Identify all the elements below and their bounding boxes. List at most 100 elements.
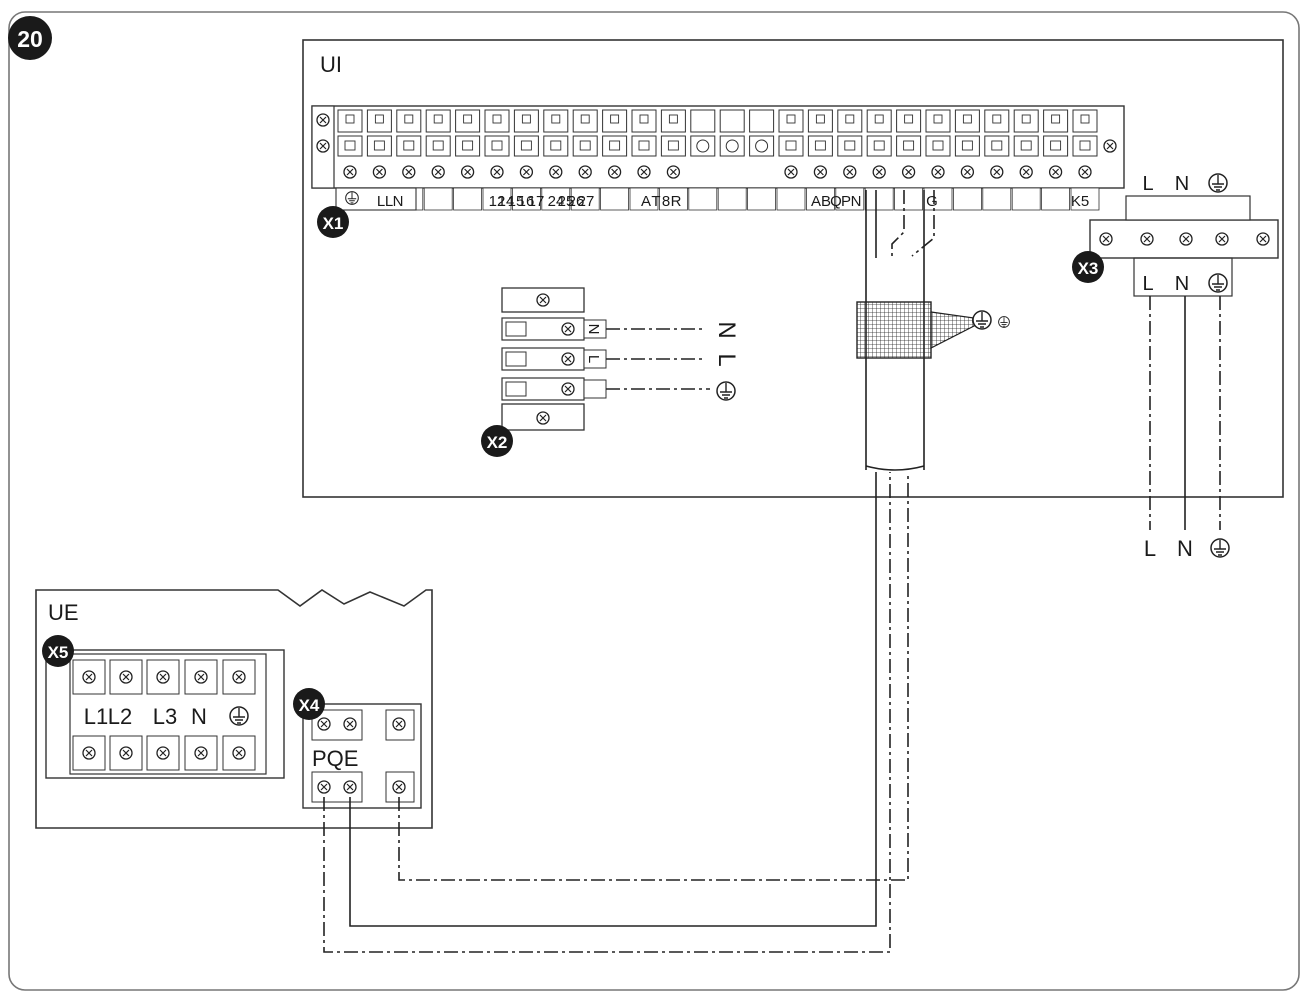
x1-terminal-label: L: [377, 193, 385, 210]
x1-terminal-label: A: [641, 193, 651, 210]
x1-terminal-label: A: [811, 193, 821, 210]
x1-terminal-label: 16: [518, 193, 535, 210]
x1-terminal-cell: [1070, 109, 1100, 211]
outdoor-unit-label: UE: [48, 600, 79, 625]
shield-drain-wire: [930, 311, 975, 349]
x1-terminal-cell: [629, 109, 659, 211]
x2-terminal-label-l: L: [585, 355, 602, 363]
figure-number-badge: 20: [8, 16, 52, 60]
x5-badge-text: X5: [48, 643, 69, 662]
x1-terminal-cell: [1011, 109, 1041, 211]
communication-cable: [856, 190, 1010, 471]
x5-terminal-label: L2: [108, 704, 132, 729]
x1-terminal-cell: [982, 109, 1012, 211]
x3-bottom-earth-icon: [1208, 273, 1228, 293]
supply-label-l: L: [1144, 536, 1156, 561]
x5-earth-icon: [229, 706, 249, 726]
x4-terminal-block: [302, 703, 422, 809]
shield-earth-small-icon: [998, 316, 1010, 328]
x1-terminal-cell: [864, 109, 894, 211]
x1-terminal-cell: [1041, 109, 1070, 211]
x1-terminal-cell: [747, 109, 776, 211]
x1-terminal-label: 27: [578, 193, 595, 210]
x1-terminal-label: G: [926, 193, 938, 210]
x3-terminal-block: [1089, 195, 1279, 297]
supply-earth-icon: [1210, 538, 1230, 558]
x2-badge-text: X2: [487, 433, 508, 452]
x1-terminal-cell: [717, 109, 747, 211]
x1-terminal-cell: [894, 109, 923, 211]
wire-q: [349, 472, 877, 927]
x5-terminal-label: N: [191, 704, 207, 729]
x1-badge-text: X1: [323, 214, 344, 233]
x1-terminal-cell: [570, 109, 600, 211]
x1-terminal-cell: [953, 109, 982, 211]
x3-top-label-l: L: [1142, 173, 1153, 195]
x5-terminal-cell: [222, 659, 256, 771]
x1-terminal-cell: [482, 109, 512, 211]
x5-terminal-label: L3: [153, 704, 177, 729]
x2-terminal-label-n: N: [585, 324, 602, 335]
x4-terminal-label: PQE: [312, 746, 358, 771]
x1-terminal-cell: [423, 109, 453, 211]
indoor-unit-label: UI: [320, 52, 342, 77]
x2-terminal-block: [501, 287, 607, 431]
x3-top-label-n: N: [1175, 173, 1189, 195]
x1-terminal-cell: [541, 109, 571, 211]
x5-terminal-label: L1: [84, 704, 108, 729]
x4-badge: X4: [293, 688, 325, 720]
x1-terminal-label: 8: [662, 193, 670, 210]
x3-badge-text: X3: [1078, 259, 1099, 278]
figure-number: 20: [17, 26, 43, 52]
wire-p: [323, 472, 891, 953]
wire-e: [398, 472, 909, 881]
x1-terminal-label: 25: [558, 193, 575, 210]
x1-terminal-cell: [512, 109, 541, 211]
x1-terminal-cell: [659, 109, 688, 211]
x5-terminal-cell: [109, 659, 143, 771]
cable-shield-mesh: [856, 301, 932, 359]
x1-badge: X1: [317, 206, 349, 238]
x1-terminal-label: T: [651, 193, 660, 210]
x5-badge: X5: [42, 635, 74, 667]
x1-terminal-label: 17: [528, 193, 545, 210]
x1-terminal-label: 15: [508, 193, 525, 210]
x2-badge: X2: [481, 425, 513, 457]
indoor-unit-box: [302, 39, 1284, 498]
x1-terminal-cell: [776, 109, 806, 211]
x1-terminal-label: K5: [1071, 193, 1089, 210]
x1-terminal-label: 26: [568, 193, 585, 210]
x1-terminal-label: R: [671, 193, 682, 210]
x3-bottom-label-l: L: [1142, 273, 1153, 295]
x4-badge-text: X4: [299, 696, 320, 715]
x5-terminal-cell: [184, 659, 218, 771]
x1-terminal-label: N: [393, 193, 404, 210]
x1-terminal-cell: [835, 109, 865, 211]
x1-terminal-label: N: [851, 193, 862, 210]
x1-end-screw: [1103, 139, 1117, 153]
x5-terminal-cell: [72, 659, 106, 771]
x3-bottom-label-n: N: [1175, 273, 1189, 295]
outdoor-unit-box: [35, 589, 433, 829]
x1-terminal-label: Q: [830, 193, 842, 210]
x1-terminal-cell: [923, 109, 953, 211]
x1-terminal-label: L: [385, 193, 393, 210]
x2-supply-label-l: L: [713, 353, 740, 366]
x1-terminal-cell: [806, 109, 835, 211]
x5-terminal-cell: [146, 659, 180, 771]
x1-earth-icon: [345, 191, 359, 205]
x1-terminal-label: 12: [489, 193, 506, 210]
x3-top-earth-icon: [1208, 173, 1228, 193]
figure-frame: [8, 11, 1300, 991]
x1-terminal-cell: [688, 109, 718, 211]
x1-terminal-cell: [600, 109, 629, 211]
x1-terminal-label: P: [841, 193, 851, 210]
x2-supply-label-n: N: [713, 321, 740, 338]
supply-label-n: N: [1177, 536, 1193, 561]
x1-terminal-label: B: [821, 193, 831, 210]
x2-supply-earth-icon: [716, 381, 736, 401]
x3-badge: X3: [1072, 251, 1104, 283]
